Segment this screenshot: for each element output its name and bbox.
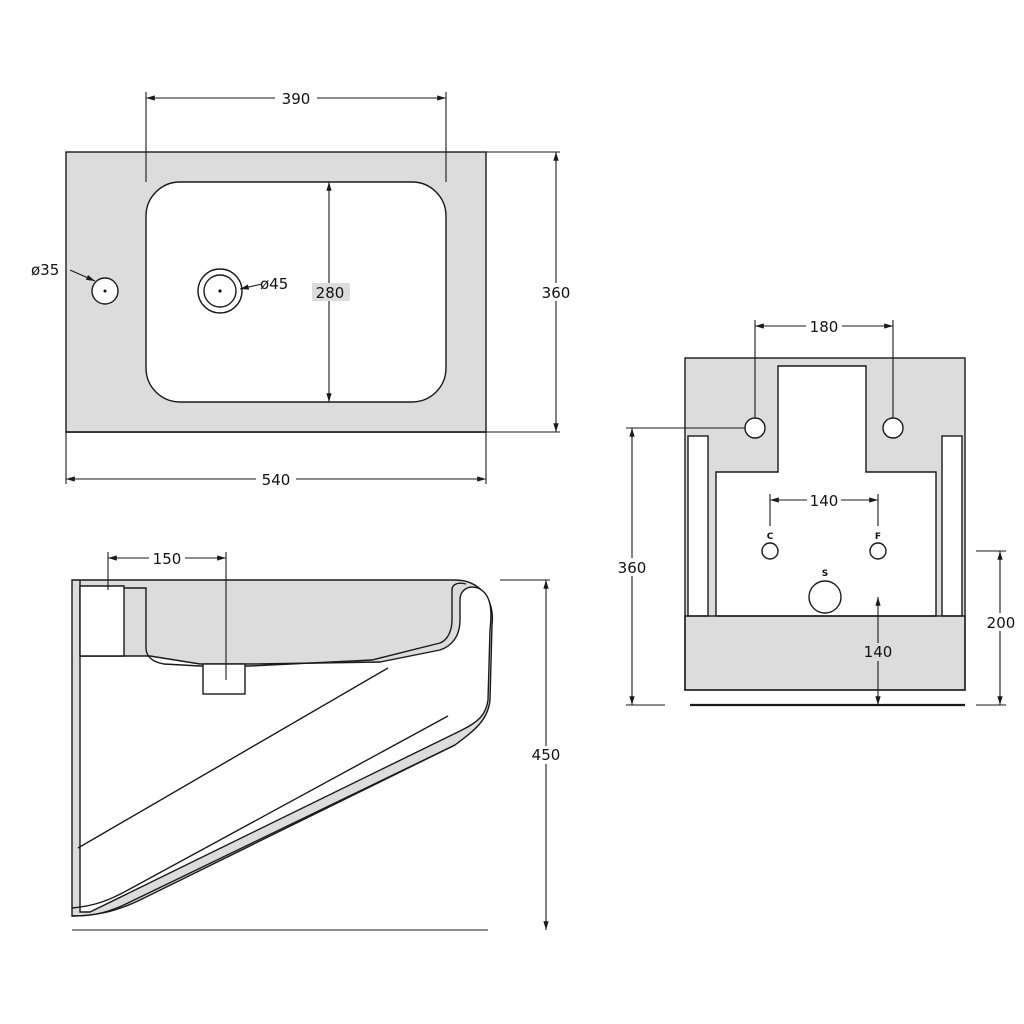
back-view: C F S 180 140 360 140 200 [614, 318, 1020, 707]
dim-label-360-top: 360 [542, 284, 571, 302]
dim-label-200: 200 [987, 614, 1016, 632]
dim-label-140-horizontal: 140 [810, 492, 839, 510]
hot-label: F [875, 532, 881, 542]
side-view-bottom-curve [71, 744, 456, 917]
drain-center-dot [218, 289, 222, 293]
basin-bowl [145, 181, 447, 403]
tap-hole-leader [69, 269, 96, 282]
cold-label: C [767, 532, 774, 542]
dim-label-150: 150 [153, 550, 182, 568]
back-view-right-slot [941, 435, 963, 617]
tap-hole-diameter-label: ø35 [31, 261, 59, 279]
side-view-inner-curve [71, 715, 449, 909]
side-view-wall-section [79, 585, 125, 657]
dim-label-140-vertical: 140 [864, 643, 893, 661]
drain-diameter-label: ø45 [260, 275, 288, 293]
mount-hole-left [744, 417, 766, 439]
back-view-left-slot [687, 435, 709, 617]
side-view-inner-bowl [79, 580, 492, 913]
dim-label-180: 180 [810, 318, 839, 336]
side-view: 150 450 [71, 550, 566, 931]
side-view-diagonal-shadow [77, 667, 389, 849]
dim-label-540: 540 [262, 471, 291, 489]
dim-label-390: 390 [282, 90, 311, 108]
dim-label-360-back: 360 [618, 559, 647, 577]
dim-label-280: 280 [316, 284, 345, 302]
mount-hole-right [882, 417, 904, 439]
waste-outlet-hole [808, 580, 842, 614]
waste-label: S [822, 569, 828, 579]
drain-leader [239, 283, 263, 290]
tap-hole-center-dot [103, 289, 107, 293]
hot-supply-hole [869, 542, 887, 560]
dim-label-450: 450 [532, 746, 561, 764]
side-view-drain-pipe [202, 663, 246, 695]
side-view-bowl-line [124, 582, 467, 667]
back-view-lower-panel [684, 615, 966, 691]
cold-supply-hole [761, 542, 779, 560]
top-view: 390 280 360 540 ø35 ø45 [31, 90, 576, 489]
